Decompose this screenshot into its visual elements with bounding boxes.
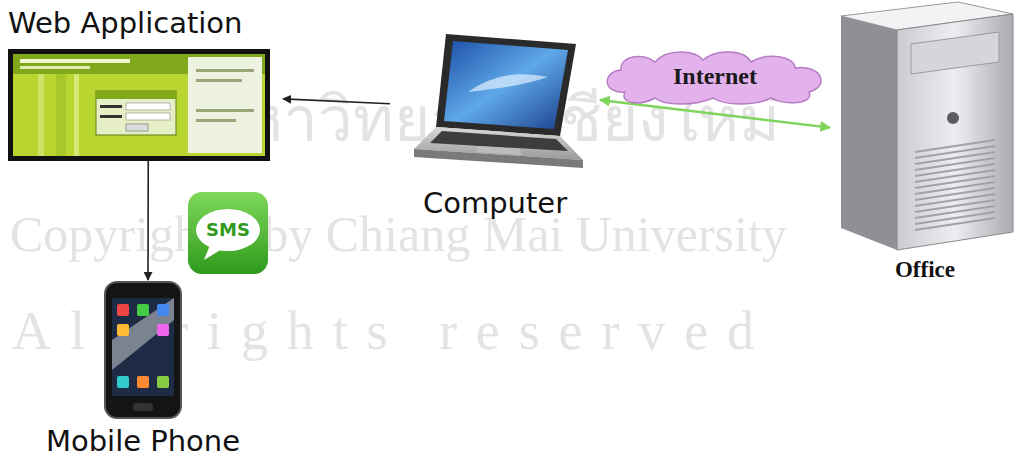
drawing-part bbox=[947, 112, 959, 124]
drawing-part bbox=[126, 103, 170, 110]
drawing-part bbox=[8, 49, 270, 161]
drawing-part bbox=[137, 376, 149, 388]
node-picture bbox=[103, 280, 183, 420]
connector-arrow bbox=[600, 100, 830, 128]
drawing-part bbox=[20, 59, 130, 63]
drawing-part bbox=[915, 152, 995, 164]
drawing-part bbox=[20, 66, 90, 69]
drawing-part bbox=[117, 304, 129, 316]
drawing-part bbox=[100, 115, 122, 118]
connector-arrow bbox=[147, 161, 149, 280]
mobile-phone-picture bbox=[103, 280, 183, 420]
drawing-part bbox=[911, 32, 999, 74]
node-picture bbox=[833, 0, 1018, 252]
drawing-part bbox=[841, 16, 897, 250]
drawing-part bbox=[196, 109, 254, 112]
office-server-node: Office bbox=[830, 0, 1020, 284]
drawing-part bbox=[112, 298, 174, 370]
drawing-part bbox=[897, 14, 1013, 250]
drawing-part bbox=[133, 403, 153, 411]
drawing-part bbox=[137, 304, 149, 316]
web-app-screenshot bbox=[8, 49, 270, 161]
drawing-part bbox=[126, 113, 170, 120]
drawing-part bbox=[196, 209, 260, 251]
drawing-part bbox=[915, 182, 995, 194]
server-tower bbox=[833, 0, 1018, 252]
sms-icon: SMS bbox=[186, 190, 270, 276]
drawing-part bbox=[188, 57, 262, 153]
drawing-part bbox=[915, 206, 995, 218]
mobile-phone-node: Mobile Phone bbox=[18, 280, 268, 459]
drawing-part bbox=[196, 119, 236, 122]
drawing-part bbox=[436, 34, 576, 136]
drawing-part bbox=[157, 324, 169, 336]
drawing-part bbox=[915, 158, 995, 170]
edge-label: Internet bbox=[673, 62, 757, 91]
connector-arrow bbox=[283, 99, 390, 104]
drawing-part bbox=[915, 218, 995, 230]
drawing-part bbox=[414, 149, 583, 168]
drawing-part bbox=[915, 212, 995, 224]
drawing-part bbox=[915, 188, 995, 200]
drawing-part bbox=[468, 74, 548, 92]
sms-text: SMS bbox=[206, 219, 250, 241]
drawing-part bbox=[915, 176, 995, 188]
watermark-text: Copyright© by Chiang Mai University bbox=[10, 205, 787, 263]
drawing-part bbox=[196, 69, 254, 72]
drawing-part bbox=[915, 140, 995, 230]
drawing-part bbox=[915, 200, 995, 212]
drawing-part bbox=[915, 170, 995, 182]
drawing-part bbox=[188, 192, 268, 274]
drawing-part bbox=[444, 41, 568, 129]
web-app-node: Web Application bbox=[8, 6, 283, 161]
drawing-part bbox=[915, 140, 995, 152]
node-label: Office bbox=[895, 256, 955, 284]
drawing-part bbox=[915, 146, 995, 158]
node-picture bbox=[408, 32, 583, 182]
drawing-part bbox=[13, 54, 265, 156]
node-picture bbox=[8, 49, 270, 161]
node-label: Web Application bbox=[8, 6, 242, 41]
drawing-part bbox=[38, 74, 44, 156]
drawing-part bbox=[915, 164, 995, 176]
drawing-part bbox=[196, 79, 242, 82]
drawing-part bbox=[96, 91, 176, 135]
drawing-part bbox=[74, 74, 79, 156]
node-label: Computer bbox=[423, 186, 567, 221]
drawing-part bbox=[157, 376, 169, 388]
drawing-part bbox=[117, 376, 129, 388]
drawing-part bbox=[105, 282, 181, 418]
drawing-part bbox=[126, 124, 148, 131]
drawing-part bbox=[96, 91, 176, 99]
computer-node: Computer bbox=[390, 32, 600, 221]
drawing-part bbox=[157, 304, 169, 316]
drawing-part bbox=[56, 74, 66, 156]
drawing-part bbox=[112, 298, 174, 396]
node-label: Mobile Phone bbox=[46, 424, 240, 459]
laptop-picture bbox=[408, 32, 583, 182]
drawing-part bbox=[100, 105, 122, 108]
internet-cloud: Internet bbox=[595, 48, 835, 106]
drawing-part bbox=[607, 52, 821, 104]
drawing-part bbox=[915, 194, 995, 206]
drawing-part bbox=[204, 245, 222, 260]
drawing-part bbox=[117, 324, 129, 336]
